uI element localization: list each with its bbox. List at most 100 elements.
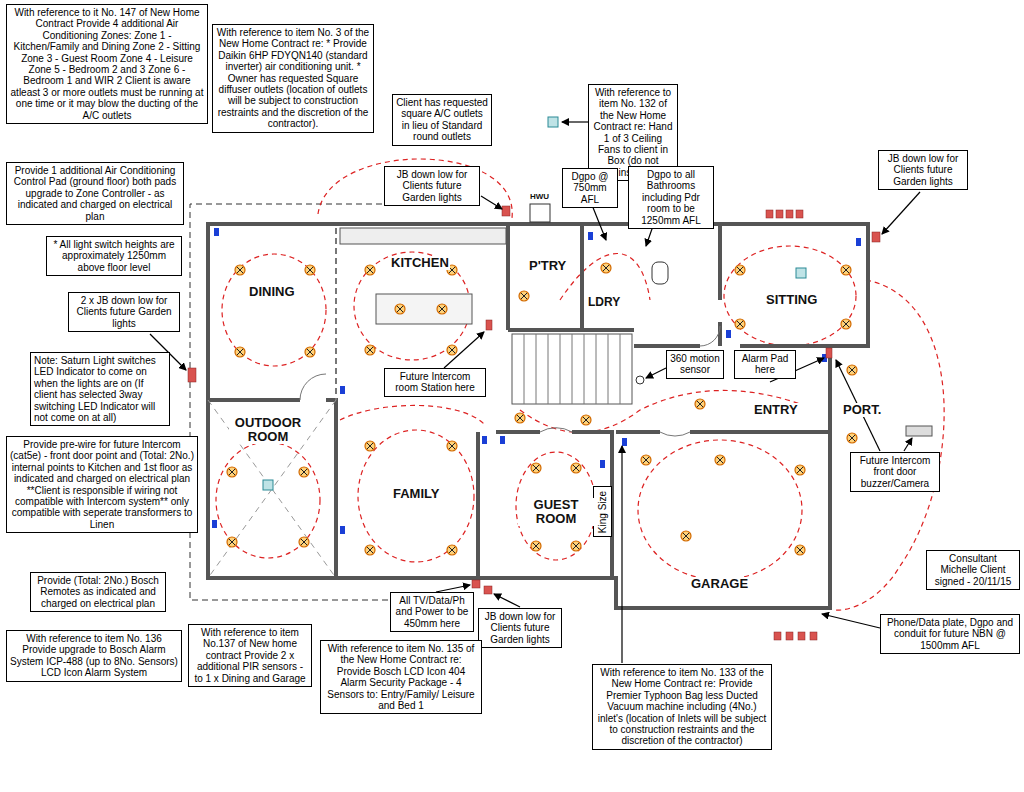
note-box: Phone/Data plate, Dgpo and conduit for f… xyxy=(880,614,1020,654)
note-box: With reference to item No. 133 of the Ne… xyxy=(592,664,772,750)
room-label: HWU xyxy=(529,192,550,201)
kitchen-bench xyxy=(340,228,506,244)
device-symbol xyxy=(796,210,803,218)
jb-symbol xyxy=(872,232,880,242)
switch-symbol xyxy=(340,386,345,394)
switch-loop xyxy=(216,442,320,558)
switch-symbol xyxy=(212,520,217,528)
device-symbol xyxy=(786,210,793,218)
light-symbol xyxy=(715,455,725,465)
note-box: JB down low for Clients future Garden li… xyxy=(384,166,480,206)
jb-symbol xyxy=(484,586,492,594)
leader-arrow xyxy=(562,121,588,122)
switch-loop xyxy=(638,440,802,580)
switch-symbol xyxy=(856,238,861,246)
note-text: Client has requested square A/C outlets … xyxy=(396,97,488,143)
switch-symbol xyxy=(500,436,505,444)
room-label: GARAGE xyxy=(690,577,749,591)
note-box: Provide 1 additional Air Conditioning Co… xyxy=(6,162,184,225)
light-symbol xyxy=(447,345,457,355)
note-text: Future Intercom front door buzzer/Camera xyxy=(854,455,936,489)
note-text: With reference to item No. 132 of the Ne… xyxy=(592,87,674,178)
light-symbol xyxy=(519,291,529,301)
note-text: JB down low for Clients future Garden li… xyxy=(482,611,558,645)
note-text: All TV/Data/Ph and Power to be 450mm her… xyxy=(394,595,470,629)
note-text: Alarm Pad here xyxy=(738,353,792,376)
light-symbol xyxy=(531,463,541,473)
note-box: With reference to item No. 136 Provide u… xyxy=(6,630,182,682)
room-label: FAMILY xyxy=(392,487,440,501)
note-box: Provide (Total: 2No.) Bosch Remotes as i… xyxy=(30,572,166,612)
switch-loop xyxy=(222,254,326,366)
jb-symbol xyxy=(502,206,510,216)
room-label: ENTRY xyxy=(753,403,799,417)
note-box: Client has requested square A/C outlets … xyxy=(392,94,492,146)
door-swing xyxy=(300,326,720,436)
light-symbol xyxy=(447,545,457,555)
leader-arrow xyxy=(436,585,470,592)
note-text: Provide pre-wire for future Intercom (ca… xyxy=(10,439,194,530)
note-text: With reference to item No.137 of New hom… xyxy=(192,627,308,684)
device-symbol xyxy=(798,632,805,640)
note-text: Consultant Michelle Client signed - 20/1… xyxy=(930,553,1016,587)
switch-symbol xyxy=(588,232,593,240)
intercom-camera-symbol xyxy=(906,426,932,436)
note-text: With reference to item No. 3 of the New … xyxy=(216,27,370,130)
note-box: With reference to item No. 3 of the New … xyxy=(212,24,374,133)
note-text: Dgpo to all Bathrooms including Pdr room… xyxy=(632,169,710,226)
switch-loop xyxy=(358,430,474,562)
switch-symbol xyxy=(600,460,605,468)
leader-arrow xyxy=(904,438,912,451)
open-wall xyxy=(335,228,337,400)
note-text: * All light switch heights are approxima… xyxy=(50,239,178,273)
room-label: SITTING xyxy=(765,293,818,307)
leader-arrow xyxy=(882,192,920,234)
light-symbol xyxy=(235,265,245,275)
light-symbol xyxy=(365,545,375,555)
note-box: JB down low for Clients future Garden li… xyxy=(878,150,968,190)
switch-wiring xyxy=(216,159,944,610)
light-symbol xyxy=(227,467,237,477)
note-text: JB down low for Clients future Garden li… xyxy=(882,153,964,187)
light-symbol xyxy=(305,347,315,357)
light-symbol xyxy=(227,537,237,547)
light-symbol xyxy=(841,265,851,275)
leader-arrow xyxy=(621,446,622,663)
switch-symbol xyxy=(214,228,219,236)
room-label: OUTDOOR ROOM xyxy=(229,416,307,444)
note-box: King Size xyxy=(593,486,612,537)
note-text: With reference to item No. 135 of the Ne… xyxy=(324,643,478,711)
light-symbol xyxy=(641,455,651,465)
jb-symbol xyxy=(188,368,196,382)
room-label: DINING xyxy=(248,285,296,299)
switch-symbol xyxy=(622,438,627,446)
light-symbol xyxy=(365,441,375,451)
note-box: With reference to item No.137 of New hom… xyxy=(188,624,312,687)
note-text: Dgpo @ 750mm AFL xyxy=(566,171,614,205)
switch-run xyxy=(560,253,650,300)
device-symbol xyxy=(766,210,773,218)
note-box: Note: Saturn Light switches LED Indicato… xyxy=(30,352,170,426)
note-box: Future Intercom room Station here xyxy=(384,368,486,397)
note-box: All TV/Data/Ph and Power to be 450mm her… xyxy=(390,592,474,632)
light-symbol xyxy=(847,433,857,443)
note-text: With reference to item No. 136 Provide u… xyxy=(10,633,178,679)
light-symbol xyxy=(447,441,457,451)
light-symbol xyxy=(515,413,525,423)
note-box: * All light switch heights are approxima… xyxy=(46,236,182,276)
light-symbol xyxy=(395,304,405,314)
outdoor-hatch xyxy=(208,400,336,578)
note-text: King Size xyxy=(597,490,608,532)
light-symbol xyxy=(735,319,745,329)
walls xyxy=(208,224,868,608)
light-symbol xyxy=(235,347,245,357)
room-label: P'TRY xyxy=(528,259,567,273)
note-box: With reference to item No. 135 of the Ne… xyxy=(320,640,482,714)
light-symbol xyxy=(847,365,857,375)
light-symbol xyxy=(735,265,745,275)
note-box: Future Intercom front door buzzer/Camera xyxy=(850,452,940,492)
inner-wall xyxy=(508,224,868,346)
room-label: GUEST ROOM xyxy=(518,498,594,526)
note-text: With reference to item No. 133 of the Ne… xyxy=(596,667,768,747)
